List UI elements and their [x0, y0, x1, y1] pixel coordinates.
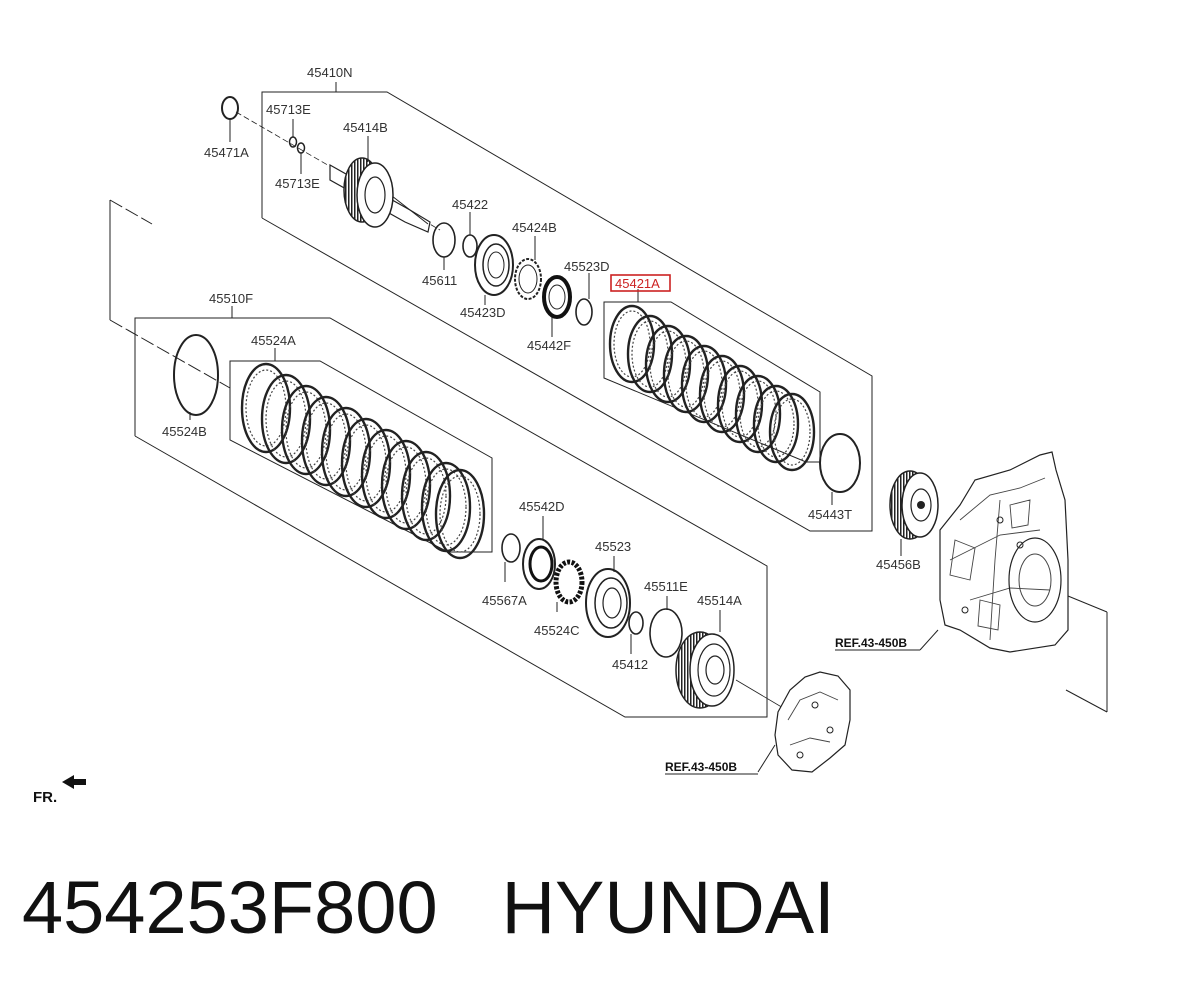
ref-label-lower: REF.43-450B	[665, 760, 737, 774]
clutch-discs-45524a	[240, 362, 486, 560]
snap-ring-45443t	[819, 433, 861, 505]
seal-ring-45511e	[649, 596, 683, 658]
clutch-discs-45421a	[608, 304, 816, 472]
assembly-frame-45410n	[261, 82, 873, 532]
o-ring-45412	[628, 611, 644, 654]
transmission-case-drawing	[919, 451, 1069, 653]
label-45523: 45523	[595, 539, 631, 554]
label-45424b: 45424B	[512, 220, 557, 235]
label-45524b: 45524B	[162, 424, 207, 439]
label-45412: 45412	[612, 657, 648, 672]
assembly-frame-45510f	[134, 306, 768, 718]
front-arrow-icon	[62, 775, 86, 789]
label-45514a: 45514A	[697, 593, 742, 608]
label-45410n: 45410N	[307, 65, 353, 80]
label-45611: 45611	[422, 273, 457, 288]
label-45511e: 45511E	[644, 579, 688, 594]
label-45713e-top: 45713E	[266, 102, 311, 117]
input-shaft-45414b	[329, 136, 431, 233]
retainer-45542d	[522, 516, 556, 590]
ref-label-upper: REF.43-450B	[835, 636, 907, 650]
return-spring-45424b	[514, 236, 542, 300]
seal-45567a	[501, 533, 521, 582]
label-45414b: 45414B	[343, 120, 388, 135]
label-45442f: 45442F	[527, 338, 571, 353]
caption-brand: HYUNDAI	[501, 866, 835, 949]
front-marker-label: FR.	[33, 789, 57, 806]
caption: 454253F800 HYUNDAI	[22, 858, 835, 958]
label-45542d: 45542D	[519, 499, 565, 514]
label-45422: 45422	[452, 197, 488, 212]
label-45510f: 45510F	[209, 291, 253, 306]
seal-45523d	[575, 273, 593, 326]
label-45421a: 45421A	[615, 276, 660, 291]
label-45443t: 45443T	[808, 507, 852, 522]
snap-ring-45524b	[173, 334, 219, 420]
gear-45456b	[889, 470, 939, 556]
snap-ring-45471a	[221, 96, 239, 142]
piston-45423d	[474, 234, 514, 305]
label-45423d: 45423D	[460, 305, 506, 320]
label-45567a: 45567A	[482, 593, 527, 608]
label-45523d: 45523D	[564, 259, 610, 274]
retainer-45442f	[542, 275, 572, 337]
label-45524a: 45524A	[251, 333, 296, 348]
cover-plate-drawing	[757, 671, 851, 773]
label-45456b: 45456B	[876, 557, 921, 572]
label-45524c: 45524C	[534, 623, 580, 638]
highlight-box-45421a	[610, 274, 671, 292]
label-45713e-bottom: 45713E	[275, 176, 320, 191]
spring-45524c	[553, 559, 585, 612]
ref-labels: REF.43-450B REF.43-450B	[665, 636, 920, 775]
o-ring-45422	[462, 212, 478, 258]
caption-part-number: 454253F800	[22, 866, 438, 949]
o-ring-45713e	[288, 119, 306, 174]
label-45471a: 45471A	[204, 145, 249, 160]
part-labels: 45410N 45713E 45414B 45471A 45713E 45422…	[162, 65, 921, 672]
hub-45514a	[675, 610, 791, 713]
seal-ring-45611	[432, 222, 456, 270]
piston-45523	[585, 556, 631, 638]
